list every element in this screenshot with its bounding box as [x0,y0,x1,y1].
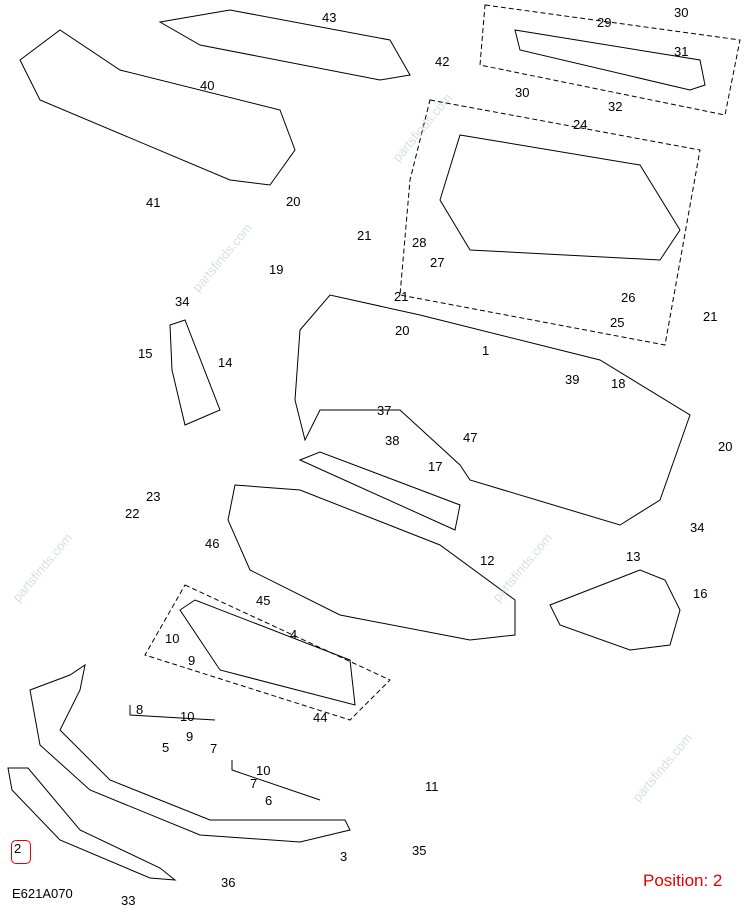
callout[interactable]: 5 [162,740,170,755]
part-17-absorber [298,451,461,531]
callout[interactable]: 24 [573,117,588,132]
leader-6 [231,760,321,801]
callout[interactable]: 21 [394,289,409,304]
callout[interactable]: 15 [138,346,153,361]
diagram-code: E621A070 [12,886,73,901]
part-29-box [479,4,741,116]
callout[interactable]: 26 [621,290,636,305]
callout[interactable]: 30 [515,85,530,100]
callout[interactable]: 9 [186,729,194,744]
callout[interactable]: 41 [146,195,161,210]
callout[interactable]: 12 [480,553,495,568]
callout[interactable]: 3 [340,849,348,864]
callout[interactable]: 10 [165,631,180,646]
callout[interactable]: 43 [322,10,337,25]
callout[interactable]: 23 [146,489,161,504]
callout[interactable]: 46 [205,536,220,551]
callout[interactable]: 20 [718,439,733,454]
callout[interactable]: 35 [412,843,427,858]
callout[interactable]: 32 [608,99,623,114]
callout[interactable]: 22 [125,506,140,521]
highlight-box [11,840,31,864]
callout[interactable]: 47 [463,430,478,445]
callout[interactable]: 10 [180,709,195,724]
callout[interactable]: 40 [200,78,215,93]
callout[interactable]: 10 [256,763,271,778]
callout[interactable]: 20 [286,194,301,209]
part-1-bumper-cover [294,294,691,526]
callout[interactable]: 45 [256,593,271,608]
callout[interactable]: 33 [121,893,136,908]
part-40-reinforcement [19,29,296,186]
callout[interactable]: 39 [565,372,580,387]
callout[interactable]: 44 [313,710,328,725]
callout[interactable]: 7 [250,776,258,791]
callout[interactable]: 21 [703,309,718,324]
callout[interactable]: 20 [395,323,410,338]
callout[interactable]: 34 [690,520,705,535]
callout[interactable]: 34 [175,294,190,309]
callout[interactable]: 21 [357,228,372,243]
callout[interactable]: 17 [428,459,443,474]
callout[interactable]: 31 [674,44,689,59]
callout[interactable]: 7 [210,741,218,756]
part-3-lower-bumper [29,663,351,843]
part-15-bracket [169,319,221,426]
leader-5 [129,705,216,721]
part-4-grille [179,599,356,706]
part-2-spoiler [7,767,177,881]
callout[interactable]: 42 [435,54,450,69]
part-4-box [144,584,391,721]
callout[interactable]: 28 [412,235,427,250]
callout[interactable]: 9 [188,653,196,668]
callout[interactable]: 36 [221,875,236,890]
callout[interactable]: 37 [377,403,392,418]
callout[interactable]: 8 [136,702,144,717]
callout[interactable]: 18 [611,376,626,391]
callout[interactable]: 19 [269,262,284,277]
callout[interactable]: 6 [265,793,273,808]
callout[interactable]: 16 [693,586,708,601]
part-29-bracket [514,29,706,91]
callout[interactable]: 14 [218,355,233,370]
callout-highlighted[interactable]: 2 [14,841,22,856]
part-16-fog-trim [549,569,681,651]
callout[interactable]: 38 [385,433,400,448]
position-label: Position: 2 [643,871,723,890]
callout[interactable]: 29 [597,15,612,30]
part-42-shield [158,9,411,81]
callout[interactable]: 11 [425,779,439,794]
callout[interactable]: 30 [674,5,689,20]
callout[interactable]: 4 [290,627,298,642]
callout[interactable]: 13 [626,549,641,564]
callout[interactable]: 1 [482,343,490,358]
part-24-grille-box [399,99,701,346]
part-12-grille-frame [227,484,516,641]
callout[interactable]: 27 [430,255,445,270]
part-24-grille [439,134,681,261]
callout[interactable]: 25 [610,315,625,330]
